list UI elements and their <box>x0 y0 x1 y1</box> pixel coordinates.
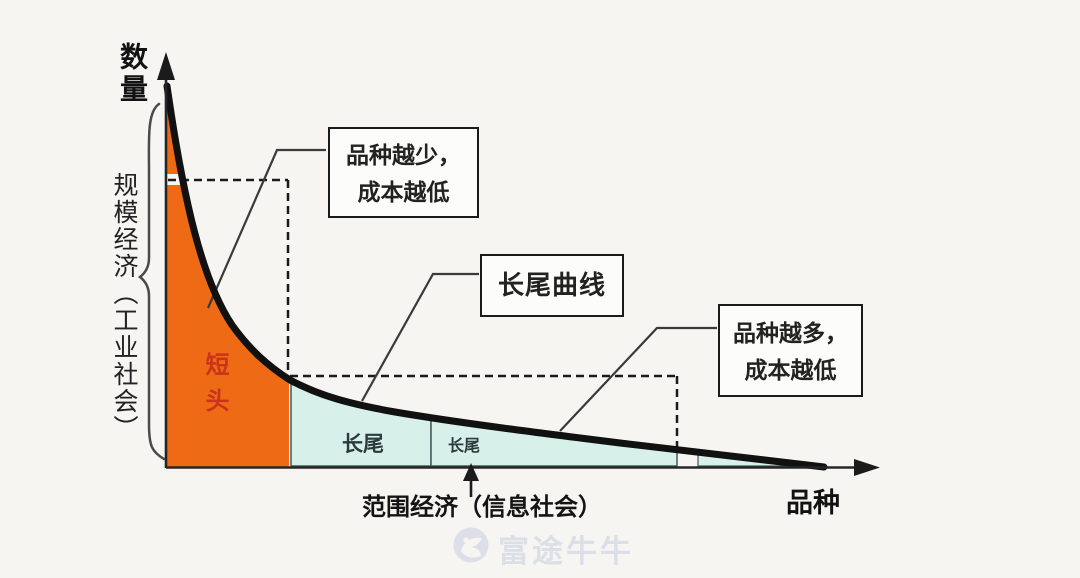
scope-economy-arrow <box>463 463 479 497</box>
leader-few-varieties <box>206 148 326 309</box>
dashed-guides <box>168 178 679 450</box>
x-axis-arrowhead <box>854 459 880 476</box>
callout-many-line2: 成本越低 <box>744 358 837 384</box>
watermark-brand: 富途牛牛 <box>498 534 634 570</box>
long-tail-label-1: 长尾 <box>342 432 384 456</box>
futu-bull-logo-icon <box>453 527 489 563</box>
y-axis-arrowhead <box>157 52 175 80</box>
axes <box>164 72 862 469</box>
long-tail-label-2: 长尾 <box>448 436 481 455</box>
long-tail-curve-line <box>163 82 828 471</box>
callout-many-line1: 品种越多， <box>733 321 848 347</box>
scale-economy-brace <box>137 102 166 461</box>
short-head-area <box>167 88 289 467</box>
scope-economy-label: 范围经济（信息社会） <box>362 493 602 521</box>
callout-many-varieties: 品种越多， 成本越低 <box>718 304 863 397</box>
callout-long-tail-curve: 长尾曲线 <box>480 254 624 317</box>
y-axis-label: 数量 <box>116 42 149 106</box>
callout-few-line1: 品种越少， <box>346 143 461 169</box>
leader-long-tail-curve <box>361 272 479 402</box>
leader-many-varieties <box>559 326 717 432</box>
callout-few-varieties: 品种越少， 成本越低 <box>328 127 479 218</box>
short-head-label: 短头 <box>201 352 229 424</box>
scale-economy-label: 规模经济（工业社会） <box>110 172 139 442</box>
callout-few-line2: 成本越低 <box>357 180 450 206</box>
x-axis-label: 品种 <box>786 488 840 519</box>
